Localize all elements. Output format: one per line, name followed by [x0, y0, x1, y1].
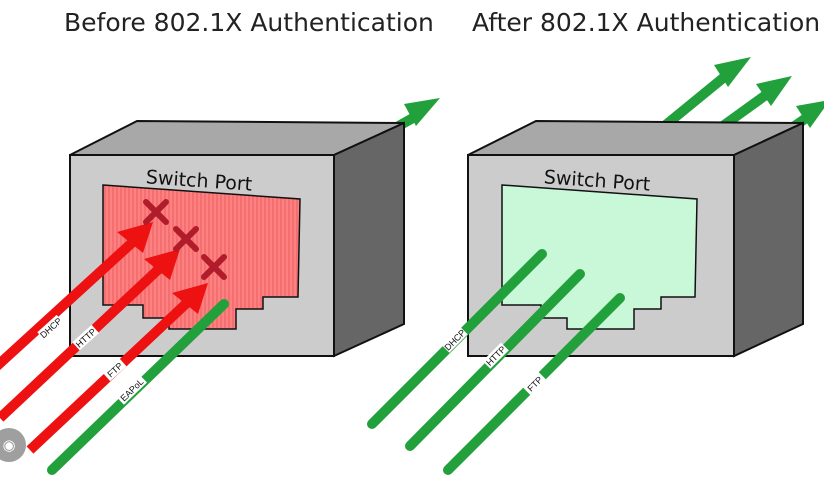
uplink-arrow-after-1	[658, 57, 751, 132]
blocked-x-icon	[201, 254, 227, 280]
after-panel: Switch Port DHCP HTTP FTP	[367, 57, 824, 475]
blocked-x-icon	[143, 199, 169, 225]
after-auth-title: After 802.1X Authentication	[472, 8, 821, 37]
before-panel: Switch Port DHCP HTTP FTP EAPoL	[0, 98, 440, 475]
camera-search-icon[interactable]: ◉	[0, 428, 26, 462]
switch-box-side	[333, 121, 405, 358]
before-auth-title: Before 802.1X Authentication	[64, 8, 434, 37]
switch-box-side	[733, 121, 804, 358]
blocked-x-icon	[173, 226, 199, 252]
uplink-arrow-after-2	[717, 76, 792, 133]
cable-label-dhcp: DHCP	[442, 327, 467, 352]
switch-port-opening	[501, 184, 698, 330]
